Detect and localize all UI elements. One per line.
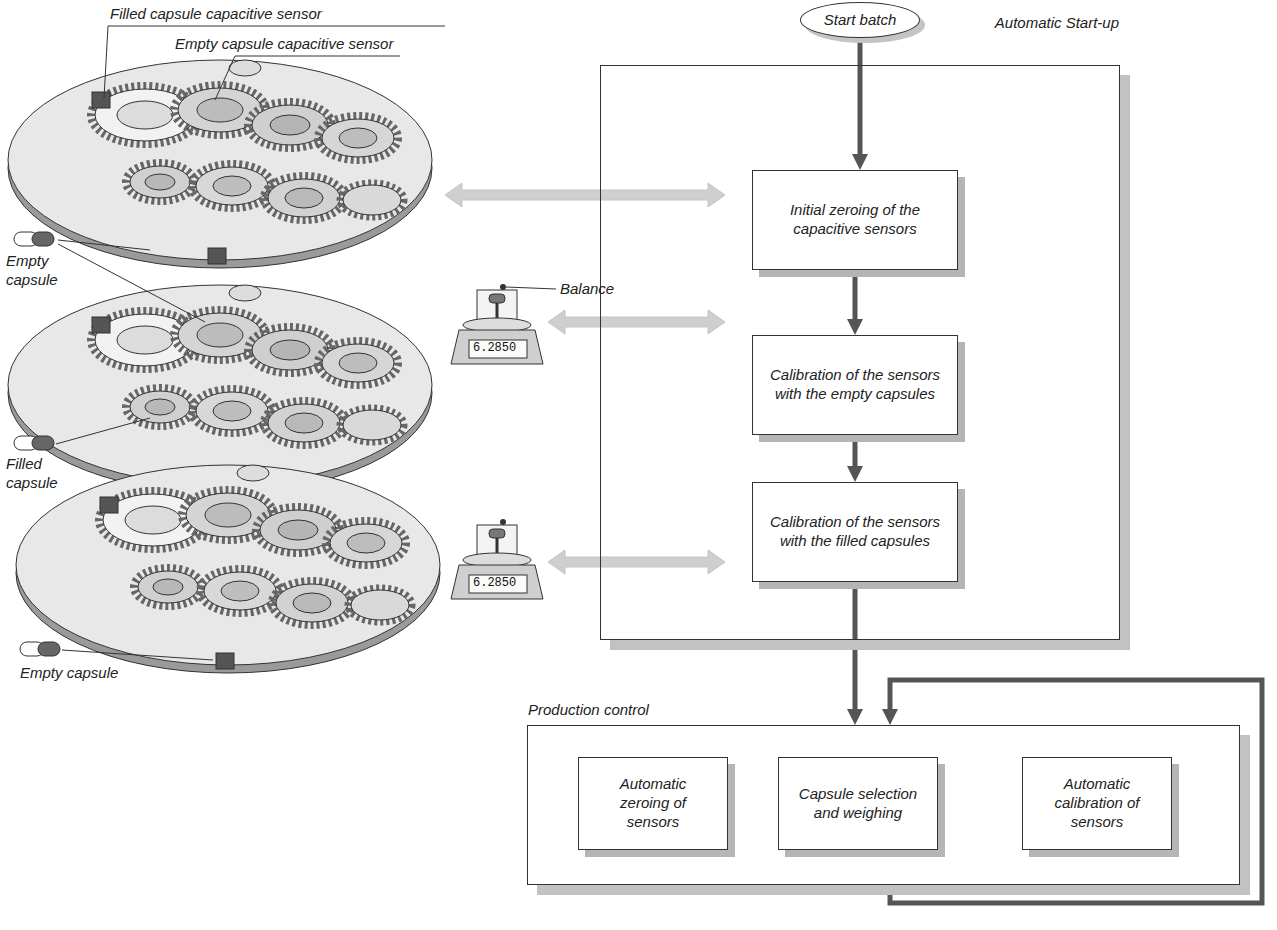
- flow-arrow: [853, 435, 858, 468]
- group-frame: Automatic Start-upInitial zeroing of the…: [600, 65, 1120, 640]
- flow-arrow: [890, 680, 1262, 903]
- node-text: Automatic calibration of sensors: [1037, 775, 1157, 831]
- node-text: Initial zeroing of the capacitive sensor…: [767, 201, 943, 239]
- process-box: Automatic calibration of sensors: [1022, 757, 1172, 850]
- process-box: Initial zeroing of the capacitive sensor…: [752, 170, 958, 270]
- process-box: Calibration of the sensors with the empt…: [752, 335, 958, 435]
- terminator-oval: Start batch: [800, 2, 920, 38]
- process-box: Automatic zeroing of sensors: [578, 757, 728, 850]
- node-text: Calibration of the sensors with the empt…: [767, 366, 943, 404]
- flow-arrow: [853, 582, 858, 711]
- callout-label: Filled capsule capacitive sensor: [110, 5, 322, 24]
- group-heading: Production control: [528, 701, 649, 720]
- node-text: Start batch: [824, 11, 897, 30]
- process-box: Capsule selection and weighing: [778, 757, 938, 850]
- group-frame: Production controlAutomatic zeroing of s…: [527, 725, 1240, 885]
- process-box: Calibration of the sensors with the fill…: [752, 482, 958, 582]
- node-text: Automatic zeroing of sensors: [593, 775, 713, 831]
- flow-arrow: [853, 270, 858, 321]
- scale-reading: 6.2850: [473, 576, 516, 590]
- node-text: Calibration of the sensors with the fill…: [767, 513, 943, 551]
- callout-label: Empty capsule: [6, 252, 68, 290]
- group-heading: Automatic Start-up: [995, 14, 1119, 33]
- flow-arrow: [858, 38, 863, 156]
- callout-label: Empty capsule: [20, 664, 118, 683]
- scale-reading: 6.2850: [473, 341, 516, 355]
- node-text: Capsule selection and weighing: [793, 785, 923, 823]
- callout-label: Balance: [560, 280, 614, 299]
- callout-label: Empty capsule capacitive sensor: [175, 35, 393, 54]
- callout-label: Filled capsule: [6, 455, 68, 493]
